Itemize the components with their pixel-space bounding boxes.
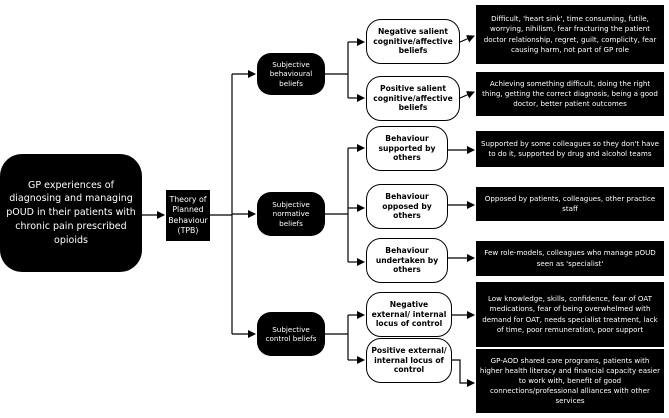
positive-salient-beliefs-detail-text: Achieving something difficult, doing the… bbox=[482, 78, 658, 109]
positive-locus-label: Positive external/ internal locus of con… bbox=[371, 346, 447, 375]
main-topic-node: GP experiences of diagnosing and managin… bbox=[0, 154, 142, 272]
negative-locus-node: Negative external/ internal locus of con… bbox=[366, 292, 452, 337]
negative-locus-detail: Low knowledge, skills, confidence, fear … bbox=[476, 282, 664, 347]
negative-salient-beliefs-node: Negative salient cognitive/affective bel… bbox=[366, 19, 460, 64]
positive-locus-detail: GP-AOD shared care programs, patients wi… bbox=[476, 349, 664, 413]
behaviour-opposed-node: Behaviour opposed by others bbox=[366, 184, 448, 229]
negative-locus-detail-text: Low knowledge, skills, confidence, fear … bbox=[482, 294, 658, 334]
behaviour-undertaken-detail-text: Few role-models, colleagues who manage p… bbox=[484, 248, 656, 268]
behaviour-opposed-detail-text: Opposed by patients, colleagues, other p… bbox=[484, 193, 656, 213]
subjective-control-label: Subjective control beliefs bbox=[265, 324, 317, 343]
positive-salient-beliefs-detail: Achieving something difficult, doing the… bbox=[476, 72, 664, 116]
tpb-node: Theory of Planned Behaviour (TPB) bbox=[166, 190, 210, 241]
positive-locus-node: Positive external/ internal locus of con… bbox=[366, 338, 452, 383]
behaviour-undertaken-detail: Few role-models, colleagues who manage p… bbox=[476, 241, 664, 276]
positive-salient-beliefs-label: Positive salient cognitive/affective bel… bbox=[373, 84, 453, 113]
negative-locus-label: Negative external/ internal locus of con… bbox=[371, 300, 447, 329]
subjective-behavioural-label: Subjective behavioural beliefs bbox=[269, 59, 313, 88]
behaviour-supported-label: Behaviour supported by others bbox=[378, 134, 436, 163]
negative-salient-beliefs-detail: Difficult, 'heart sink', time consuming,… bbox=[476, 5, 664, 64]
behaviour-opposed-label: Behaviour opposed by others bbox=[382, 192, 432, 221]
subjective-normative-label: Subjective normative beliefs bbox=[272, 199, 310, 228]
main-topic-text: GP experiences of diagnosing and managin… bbox=[6, 179, 136, 246]
behaviour-undertaken-label: Behaviour undertaken by others bbox=[375, 246, 439, 275]
subjective-control-node: Subjective control beliefs bbox=[257, 312, 325, 356]
tpb-text: Theory of Planned Behaviour (TPB) bbox=[168, 195, 208, 235]
behaviour-undertaken-node: Behaviour undertaken by others bbox=[366, 238, 448, 283]
negative-salient-beliefs-detail-text: Difficult, 'heart sink', time consuming,… bbox=[483, 14, 657, 54]
behaviour-supported-node: Behaviour supported by others bbox=[366, 126, 448, 171]
behaviour-opposed-detail: Opposed by patients, colleagues, other p… bbox=[476, 187, 664, 221]
negative-salient-beliefs-label: Negative salient cognitive/affective bel… bbox=[373, 27, 453, 56]
behaviour-supported-detail-text: Supported by some colleagues so they don… bbox=[480, 138, 659, 158]
positive-locus-detail-text: GP-AOD shared care programs, patients wi… bbox=[479, 355, 661, 406]
positive-salient-beliefs-node: Positive salient cognitive/affective bel… bbox=[366, 76, 460, 121]
subjective-behavioural-node: Subjective behavioural beliefs bbox=[257, 53, 325, 95]
subjective-normative-node: Subjective normative beliefs bbox=[257, 192, 325, 236]
behaviour-supported-detail: Supported by some colleagues so they don… bbox=[476, 131, 664, 167]
